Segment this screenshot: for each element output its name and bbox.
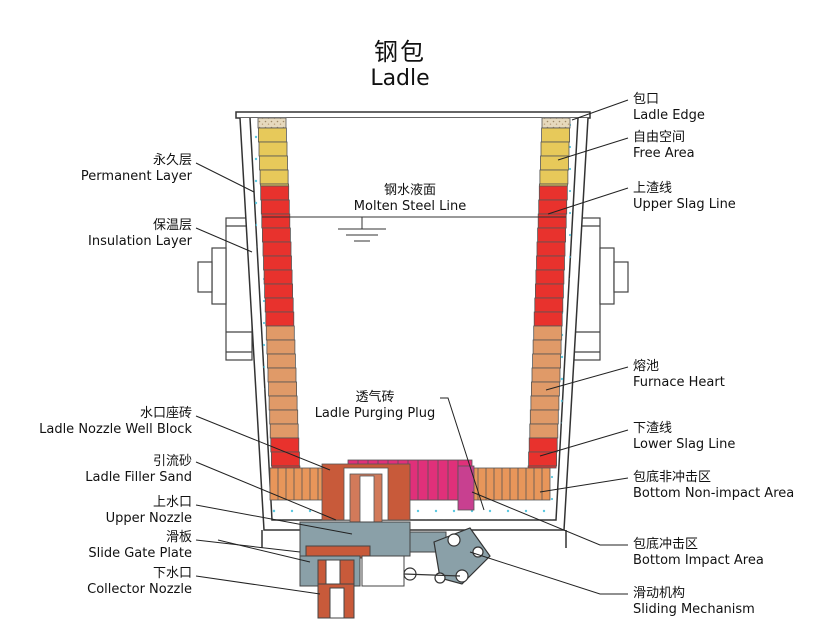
- upper-slag-bricks: [262, 241, 292, 257]
- upper-slag-bricks: [538, 199, 568, 215]
- bottom-insulation: [272, 500, 556, 520]
- furnace-heart-bricks: [531, 381, 560, 397]
- furnace-heart-bricks: [266, 339, 296, 355]
- free-area-bricks: [540, 141, 570, 157]
- upper-slag-bricks: [537, 227, 566, 243]
- furnace-heart-bricks: [266, 353, 296, 369]
- leader-lines: [195, 99, 629, 595]
- furnace-heart-bricks: [530, 395, 560, 411]
- upper-slag-bricks: [538, 185, 568, 201]
- molten-steel-line: [262, 216, 566, 242]
- free-area-bricks: [257, 127, 287, 143]
- upper-slag-bricks: [537, 213, 567, 229]
- right-wall-bricks: [527, 117, 571, 469]
- furnace-heart-bricks: [268, 395, 298, 411]
- purging-plug: [457, 465, 475, 511]
- furnace-heart-bricks: [269, 423, 299, 439]
- title-english: Ladle: [370, 66, 430, 91]
- lower-slag-bricks: [270, 451, 300, 467]
- upper-slag-bricks: [536, 255, 565, 271]
- upper-slag-bricks: [535, 269, 565, 285]
- lower-slag-bricks: [528, 451, 557, 467]
- furnace-heart-bricks: [529, 423, 559, 439]
- upper-slag-bricks: [260, 185, 290, 201]
- lower-slag-bricks: [270, 437, 300, 453]
- ladle-shell: [235, 111, 591, 548]
- upper-slag-bricks: [261, 213, 291, 229]
- upper-slag-bricks: [263, 255, 292, 271]
- upper-slag-bricks: [260, 199, 290, 215]
- sliding-mechanism: [403, 527, 491, 585]
- left-wall-bricks: [257, 117, 301, 469]
- lower-slag-bricks: [528, 437, 558, 453]
- free-area-bricks: [539, 169, 569, 185]
- furnace-heart-bricks: [269, 409, 299, 425]
- ladle-edge-sand: [541, 117, 571, 129]
- free-area-bricks: [259, 169, 289, 185]
- furnace-heart-bricks: [267, 367, 297, 383]
- upper-slag-bricks: [261, 227, 291, 243]
- upper-slag-bricks: [534, 297, 564, 313]
- furnace-heart-bricks: [265, 325, 295, 341]
- upper-slag-bricks: [536, 241, 566, 257]
- furnace-heart-bricks: [268, 381, 298, 397]
- furnace-heart-bricks: [532, 353, 561, 369]
- free-area-bricks: [259, 155, 288, 171]
- upper-slag-bricks: [265, 311, 295, 327]
- furnace-heart-bricks: [532, 339, 562, 355]
- title-chinese: 钢包: [374, 38, 426, 66]
- left-trunnion: [197, 217, 253, 361]
- right-trunnion: [573, 217, 629, 361]
- upper-slag-bricks: [264, 283, 294, 299]
- upper-slag-bricks: [263, 269, 293, 285]
- furnace-heart-bricks: [533, 325, 563, 341]
- free-area-bricks: [541, 127, 570, 143]
- furnace-heart-bricks: [531, 367, 561, 383]
- upper-slag-bricks: [535, 283, 564, 299]
- upper-slag-bricks: [533, 311, 563, 327]
- furnace-heart-bricks: [529, 409, 559, 425]
- ladle-edge-sand: [257, 117, 287, 129]
- free-area-bricks: [258, 141, 288, 157]
- upper-slag-bricks: [264, 297, 294, 313]
- slide-gate-assembly: [299, 521, 447, 619]
